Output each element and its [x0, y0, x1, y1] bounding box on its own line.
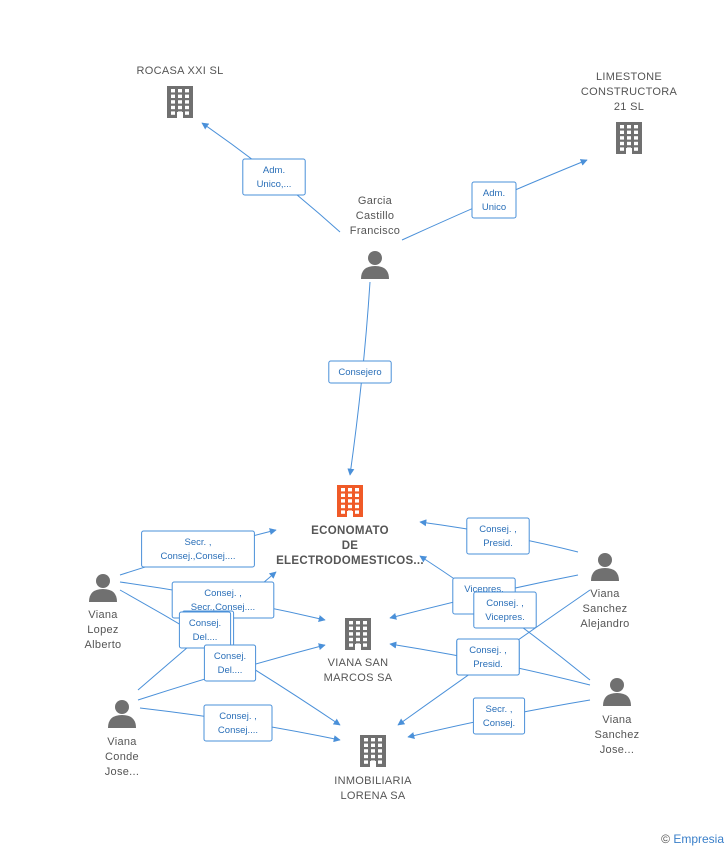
- edge-label-text: Presid.: [473, 659, 503, 670]
- nodes-layer: ROCASA XXI SL LIMESTONE CONSTRUCTORA 21 SL G…: [85, 65, 678, 802]
- node-label: DE: [342, 540, 359, 552]
- node-label: Viana: [88, 609, 118, 621]
- person-icon: [108, 700, 136, 728]
- edge-label-text: Consej.: [189, 618, 221, 629]
- brand-name: Empresia: [673, 832, 724, 846]
- node-label: Sanchez: [595, 729, 640, 741]
- edge-label-viana_conde-to-inmobiliaria[interactable]: Consej. , Consej....: [203, 704, 273, 742]
- edge-label-viana_sanchez_j-to-inmobiliaria[interactable]: Secr. , Consej.: [472, 697, 526, 735]
- node-label: Viana: [590, 588, 620, 600]
- node-label: ELECTRODOMESTICOS...: [276, 555, 424, 567]
- node-label: Conde: [105, 751, 139, 763]
- edge-label-garcia-to-rocasa[interactable]: Adm. Unico,...: [242, 158, 306, 196]
- edge-label-text: Unico,...: [257, 179, 292, 190]
- node-label: Jose...: [105, 766, 140, 778]
- edge-label-box: [328, 360, 392, 384]
- edge-label-text: Consejero: [338, 367, 381, 378]
- node-label: LORENA SA: [340, 790, 405, 802]
- edge-label-box: [456, 638, 520, 676]
- copyright-symbol: ©: [661, 832, 670, 846]
- edge-label-text: Consej. ,: [486, 598, 524, 609]
- node-rocasa[interactable]: ROCASA XXI SL: [136, 65, 223, 118]
- node-label: ROCASA XXI SL: [136, 65, 223, 77]
- node-label: 21 SL: [614, 101, 644, 113]
- node-viana_sanchez_j[interactable]: VianaSanchezJose...: [595, 678, 640, 756]
- edge-label-box: [141, 530, 255, 568]
- person-icon: [89, 574, 117, 602]
- edge-label-text: Unico: [482, 202, 506, 213]
- building-icon: [337, 485, 363, 517]
- node-label: Alberto: [85, 639, 122, 651]
- node-label: Alejandro: [580, 618, 629, 630]
- node-label: Viana: [602, 714, 632, 726]
- node-label: ECONOMATO: [311, 525, 389, 537]
- edge-label-garcia-to-limestone[interactable]: Adm. Unico: [471, 181, 517, 219]
- node-label: MARCOS SA: [324, 672, 393, 684]
- edge-label-viana_sanchez_j-to-viana_san_marcos[interactable]: Consej. , Presid.: [456, 638, 520, 676]
- node-label: Castillo: [356, 210, 394, 222]
- node-viana_san_marcos[interactable]: VIANA SAN MARCOS SA: [324, 618, 393, 684]
- watermark: © Empresia: [661, 832, 724, 846]
- person-icon: [361, 251, 389, 279]
- node-inmobiliaria[interactable]: INMOBILIARIA LORENA SA: [334, 735, 412, 802]
- building-icon: [360, 735, 386, 767]
- edge-label-text: Consej. ,: [479, 524, 517, 535]
- edge-label-box: [203, 704, 273, 742]
- node-label: Viana: [107, 736, 137, 748]
- edge-label-box: [466, 517, 530, 555]
- node-label: CONSTRUCTORA: [581, 86, 678, 98]
- edge-label-viana_lopez-to-viana_san_marcos[interactable]: Consej. , Secr.,Consej....: [171, 581, 275, 619]
- node-label: VIANA SAN: [328, 657, 389, 669]
- person-icon: [603, 678, 631, 706]
- edge-label-text: Secr. ,: [185, 537, 212, 548]
- edge-label-text: Consej. ,: [204, 588, 242, 599]
- person-icon: [591, 553, 619, 581]
- edge-label-text: Consej.: [483, 718, 515, 729]
- edge-label-text: Consej.: [214, 651, 246, 662]
- edge-label-text: Vicepres.: [485, 612, 524, 623]
- edge-label-text: Secr.,Consej....: [191, 602, 255, 613]
- node-limestone[interactable]: LIMESTONE CONSTRUCTORA 21 SL: [581, 71, 678, 154]
- node-economato[interactable]: ECONOMATO DE ELECTRODOMESTICOS...: [276, 485, 424, 567]
- node-label: Garcia: [358, 195, 393, 207]
- edge-label-text: Adm.: [263, 165, 285, 176]
- building-icon: [167, 86, 193, 118]
- edge-label-viana_sanchez_j-to-economato[interactable]: Consej. , Vicepres.: [473, 591, 537, 629]
- edge-label-text: Consej. ,: [469, 645, 507, 656]
- node-label: Lopez: [87, 624, 118, 636]
- edge-label-box: [203, 644, 257, 682]
- edge-label-box: [473, 591, 537, 629]
- node-viana_conde[interactable]: VianaCondeJose...: [105, 700, 140, 778]
- edge-label-viana_sanchez_a-to-economato[interactable]: Consej. , Presid.: [466, 517, 530, 555]
- node-label: INMOBILIARIA: [334, 775, 412, 787]
- node-label: Francisco: [350, 225, 400, 237]
- edge-label-garcia-to-economato[interactable]: Consejero: [328, 360, 392, 384]
- edge-label-box: [471, 181, 517, 219]
- edge-label-box: [242, 158, 306, 196]
- edge-label-text: Consej. ,: [219, 711, 257, 722]
- edge-label-text: Secr. ,: [486, 704, 513, 715]
- edge-label-text: Del....: [218, 665, 243, 676]
- edge-label-viana_conde-to-economato[interactable]: Consej. Del....: [178, 611, 232, 649]
- building-icon: [616, 122, 642, 154]
- edge-label-text: Presid.: [483, 538, 513, 549]
- edge-label-text: Consej.,Consej....: [161, 551, 236, 562]
- edge-label-text: Consej....: [218, 725, 258, 736]
- node-label: Sanchez: [583, 603, 628, 615]
- edge-label-viana_lopez-to-economato[interactable]: Secr. , Consej.,Consej....: [141, 530, 255, 568]
- edge-label-viana_conde-to-viana_san_marcos[interactable]: Consej. Del....: [203, 644, 257, 682]
- edge-label-text: Adm.: [483, 188, 505, 199]
- node-label: Jose...: [600, 744, 635, 756]
- edge-label-text: Del....: [193, 632, 218, 643]
- building-icon: [345, 618, 371, 650]
- edge-label-text: Vicepres.: [464, 584, 503, 595]
- edge-label-box: [472, 697, 526, 735]
- node-label: LIMESTONE: [596, 71, 662, 83]
